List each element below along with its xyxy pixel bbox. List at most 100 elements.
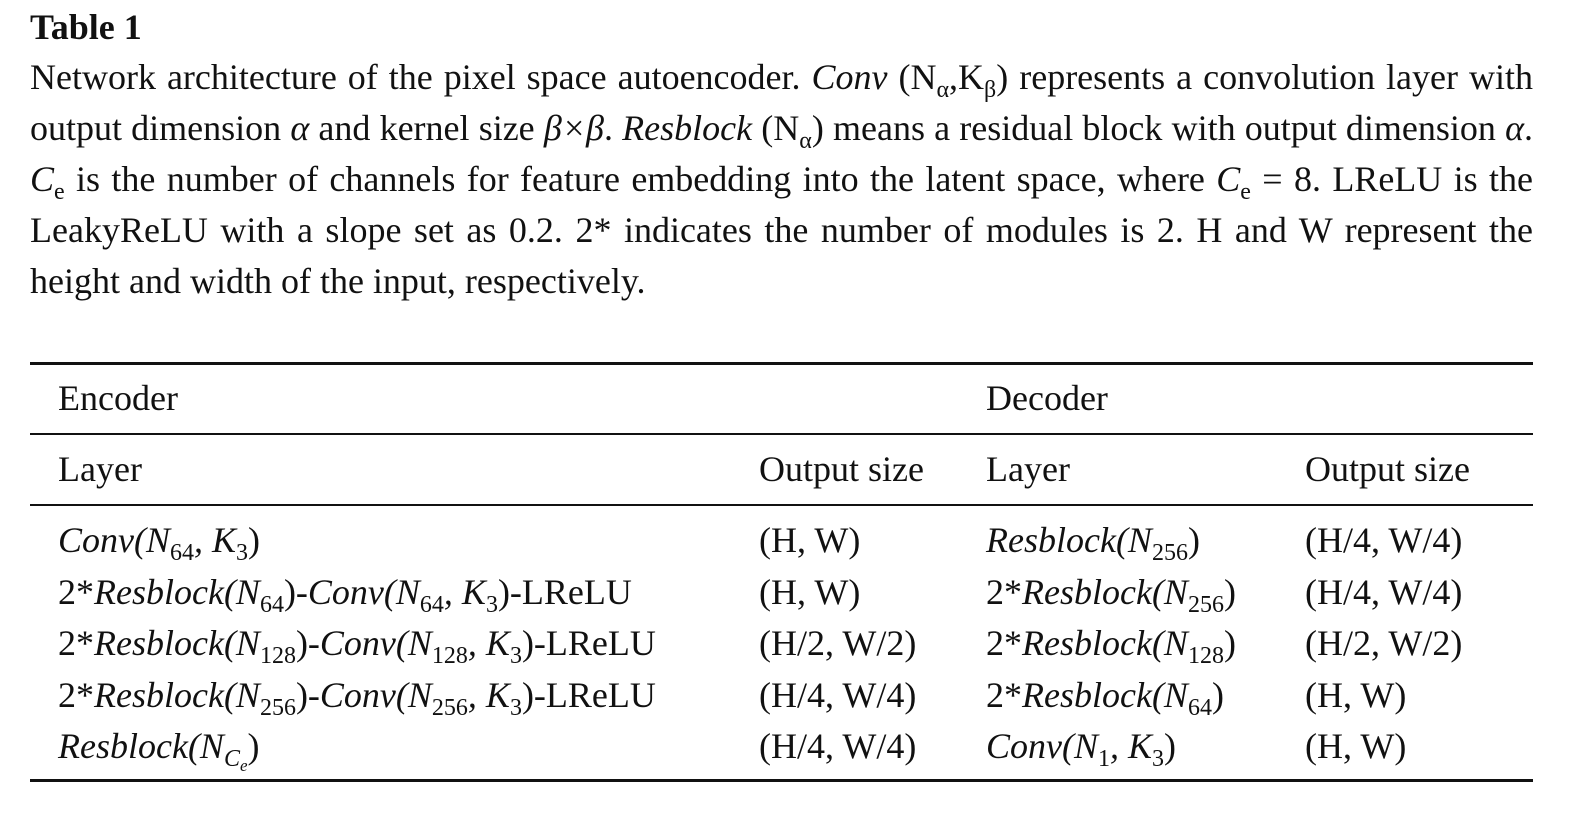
encoder-layer-header: Layer: [58, 449, 142, 489]
text-run: )-LReLU: [521, 623, 656, 663]
math-text: , K: [443, 571, 486, 612]
math-text: α: [1505, 108, 1524, 148]
subscript: e: [1240, 179, 1251, 205]
encoder-layer-cell: 2*Resblock(N128)-Conv(N128, K3)-LReLU: [58, 623, 656, 668]
text-run: ): [1223, 571, 1236, 612]
encoder-output-cell: (H, W): [759, 571, 861, 612]
encoder-output-cell: (H, W): [759, 520, 861, 560]
text-run: ): [1187, 520, 1200, 560]
math-text: (N: [134, 520, 170, 560]
decoder-output-cell: (H, W): [1305, 674, 1407, 715]
math-text: Resblock: [1022, 674, 1152, 715]
math-text: (N: [187, 726, 224, 766]
subscript: 128: [1187, 643, 1224, 669]
math-text: (N: [1062, 726, 1098, 766]
text-run: 2*: [986, 674, 1022, 715]
math-text: Conv: [319, 623, 396, 663]
math-text: (N: [1151, 674, 1188, 715]
text-run: )-: [295, 623, 320, 663]
encoder-layer-cell: 2*Resblock(N64)-Conv(N64, K3)-LReLU: [58, 571, 632, 617]
text-run: ): [247, 726, 260, 766]
subscript: 64: [419, 591, 444, 618]
math-text: Conv: [58, 520, 134, 560]
math-text: Conv: [307, 571, 384, 612]
math-text: C: [1216, 159, 1241, 199]
text-run: 2*: [986, 571, 1022, 612]
math-text: (N: [1115, 520, 1152, 560]
math-text: Resblock: [58, 726, 188, 766]
decoder-output-cell: (H, W): [1305, 726, 1407, 766]
math-text: (N: [1151, 623, 1188, 663]
subscript: 3: [509, 643, 522, 669]
text-run: ): [1164, 726, 1177, 766]
text-run: (N: [887, 57, 937, 97]
math-text: (N: [395, 674, 432, 715]
decoder-layer-cell: 2*Resblock(N64): [986, 674, 1224, 720]
math-text: β×β: [543, 108, 604, 148]
math-text: , K: [1110, 726, 1153, 766]
subscript: 64: [259, 591, 284, 618]
text-run: ): [1223, 623, 1236, 663]
subscript: Ce: [223, 746, 248, 775]
math-text: Resblock: [1022, 571, 1152, 612]
text-run: Network architecture of the pixel space …: [30, 57, 812, 97]
math-text: Resblock: [94, 674, 224, 715]
decoder-header: Decoder: [986, 378, 1108, 418]
math-text: (N: [223, 623, 260, 663]
subscript: 128: [431, 643, 468, 669]
encoder-header: Encoder: [58, 378, 178, 418]
text-run: )-: [295, 674, 320, 715]
table-caption: Network architecture of the pixel space …: [30, 52, 1533, 307]
header-rule: [30, 504, 1533, 506]
subscript: 128: [259, 643, 296, 669]
subscript: α: [799, 128, 812, 154]
math-text: (N: [223, 571, 260, 612]
math-text: Resblock: [94, 623, 224, 663]
encoder-layer-cell: Conv(N64, K3): [58, 520, 261, 565]
text-run: 2*: [58, 571, 94, 612]
text-run: 2*: [58, 674, 94, 715]
math-text: , K: [467, 674, 510, 715]
text-run: )-LReLU: [497, 571, 632, 612]
text-run: ): [248, 520, 261, 560]
math-text: , K: [194, 520, 237, 560]
architecture-table: Encoder Decoder Layer Output size Layer …: [30, 0, 1533, 814]
subscript: e: [54, 179, 65, 205]
text-run: 2*: [58, 623, 94, 663]
math-text: Resblock: [1022, 623, 1152, 663]
text-run: ,K: [949, 57, 985, 97]
text-run: is the number of channels for feature em…: [64, 159, 1217, 199]
decoder-output-cell: (H/4, W/4): [1305, 571, 1463, 612]
subscript: 256: [259, 694, 296, 721]
subscript: α: [936, 77, 950, 103]
math-text: Resblock: [94, 571, 224, 612]
decoder-layer-header: Layer: [986, 449, 1070, 489]
encoder-output-cell: (H/2, W/2): [759, 623, 917, 663]
decoder-output-cell: (H/2, W/2): [1305, 623, 1463, 663]
encoder-output-cell: (H/4, W/4): [759, 726, 917, 766]
text-run: 2*: [986, 623, 1022, 663]
decoder-layer-cell: 2*Resblock(N256): [986, 571, 1236, 617]
decoder-layer-cell: Resblock(N256): [986, 520, 1200, 565]
group-rule: [30, 433, 1533, 435]
math-text: (N: [223, 674, 260, 715]
text-run: ) represents a convolution layer with ou…: [30, 57, 1533, 148]
subscript: 64: [170, 540, 194, 566]
encoder-layer-cell: 2*Resblock(N256)-Conv(N256, K3)-LReLU: [58, 674, 656, 720]
text-run: and kernel size: [309, 108, 544, 148]
math-text: Resblock: [986, 520, 1116, 560]
math-text: Conv: [986, 726, 1062, 766]
table-figure: Table 1 Network architecture of the pixe…: [30, 4, 1533, 307]
subscript: 3: [236, 540, 249, 566]
subscript: 3: [485, 591, 498, 618]
text-run: ) means a residual block with output dim…: [811, 108, 1506, 148]
decoder-layer-cell: Conv(N1, K3): [986, 726, 1177, 771]
decoder-layer-cell: 2*Resblock(N128): [986, 623, 1236, 668]
subscript: 256: [1187, 591, 1224, 618]
subscript: e: [239, 756, 248, 775]
text-run: (N: [752, 108, 800, 148]
text-run: .: [603, 108, 623, 148]
subscript: 256: [1151, 540, 1188, 566]
text-run: ): [1211, 674, 1224, 715]
subscript: 1: [1098, 746, 1110, 772]
